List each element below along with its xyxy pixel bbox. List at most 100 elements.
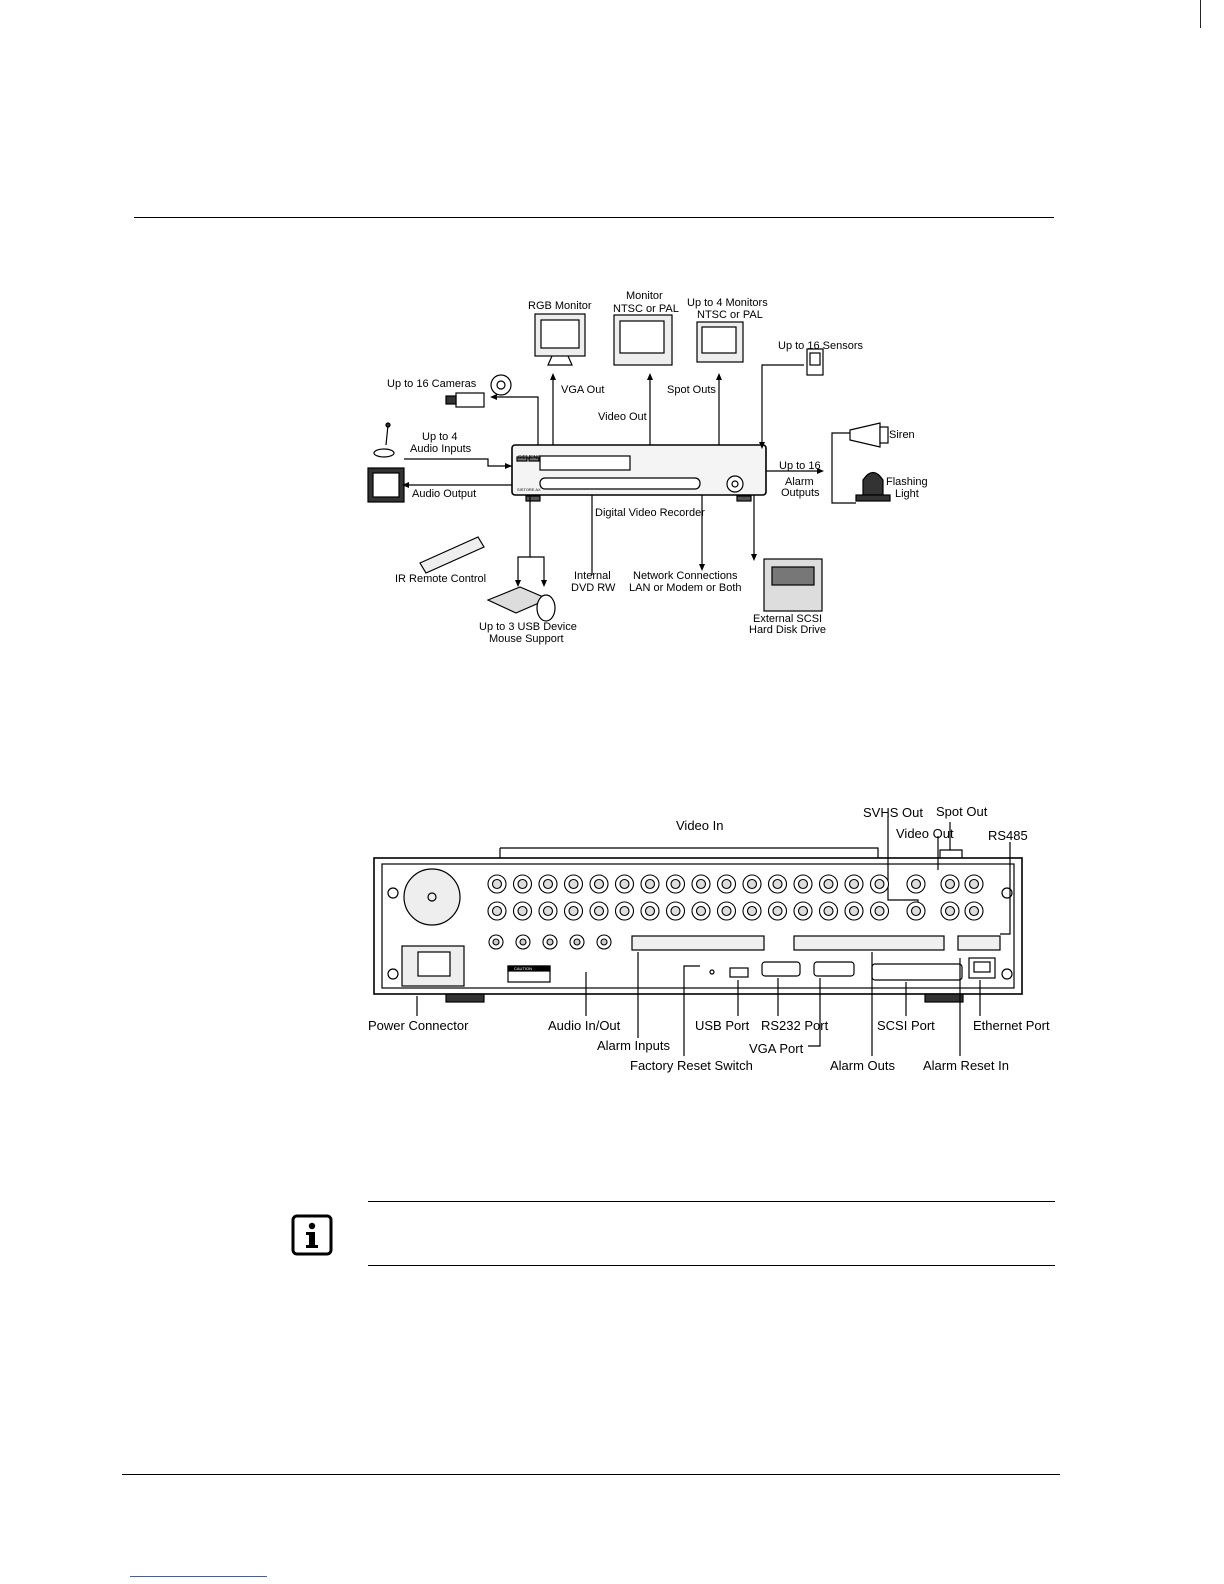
alarm-outs-terminal <box>794 936 944 950</box>
label-dvr: Digital Video Recorder <box>595 507 705 519</box>
microphone <box>374 449 394 457</box>
ethernet-port <box>969 958 995 978</box>
label-network-2: LAN or Modem or Both <box>629 582 742 594</box>
bnc-connector <box>692 875 710 893</box>
audio-connector <box>489 935 503 949</box>
bnc-connector <box>794 875 812 893</box>
output-connector <box>965 902 983 920</box>
label-rgb-monitor: RGB Monitor <box>528 300 592 312</box>
rear-panel-diagram: Video In SVHS Out Spot Out Video Out RS4… <box>360 800 1060 1080</box>
bnc-connector <box>820 902 838 920</box>
bnc-connector <box>692 902 710 920</box>
label-video-out: Video Out <box>896 826 954 841</box>
label-spot-out: Spot Out <box>936 804 988 819</box>
label-rs232-port: RS232 Port <box>761 1018 829 1033</box>
bnc-connector <box>641 875 659 893</box>
bnc-connector <box>743 875 761 893</box>
bnc-connector <box>667 875 685 893</box>
bnc-connector <box>539 902 557 920</box>
flashing-light <box>863 473 883 496</box>
bnc-connector <box>845 902 863 920</box>
dvr-brand: SIEMENS <box>518 455 541 461</box>
label-usb-1: Up to 3 USB Device <box>479 621 577 633</box>
label-rs485: RS485 <box>988 828 1028 843</box>
label-alarm-inputs: Alarm Inputs <box>597 1038 670 1053</box>
label-vga-out: VGA Out <box>561 384 604 396</box>
label-dvd-1: Internal <box>574 570 611 582</box>
bnc-connector <box>820 875 838 893</box>
label-ethernet-port: Ethernet Port <box>973 1018 1050 1033</box>
bnc-connector <box>769 875 787 893</box>
output-connector <box>965 875 983 893</box>
output-connector <box>941 902 959 920</box>
label-usb-2: Mouse Support <box>489 633 564 645</box>
label-alarm-outputs-3: Outputs <box>781 487 820 499</box>
bnc-connector <box>488 902 506 920</box>
label-flashing-light-1: Flashing <box>886 476 928 488</box>
bnc-connector <box>590 902 608 920</box>
bnc-connector <box>616 902 634 920</box>
bnc-connector <box>590 875 608 893</box>
label-dvd-2: DVD RW <box>571 582 616 594</box>
label-siren: Siren <box>889 429 915 441</box>
vga-port <box>814 962 854 976</box>
label-spot-monitors-1: Up to 4 Monitors <box>687 297 768 309</box>
label-audio-inputs-1: Up to 4 <box>422 431 457 443</box>
ir-remote <box>420 537 484 573</box>
bnc-connector <box>718 902 736 920</box>
label-audio-in-out: Audio In/Out <box>548 1018 621 1033</box>
output-connector <box>907 875 925 893</box>
mouse <box>537 595 555 621</box>
bnc-connector <box>743 902 761 920</box>
label-alarm-outs: Alarm Outs <box>830 1058 896 1073</box>
scsi-port <box>872 964 962 980</box>
output-connector <box>941 875 959 893</box>
info-icon <box>291 1214 333 1256</box>
label-cameras: Up to 16 Cameras <box>387 378 477 390</box>
label-monitor-2: NTSC or PAL <box>613 303 679 315</box>
bnc-connector <box>667 902 685 920</box>
camera <box>456 393 484 407</box>
bnc-connector <box>871 902 889 920</box>
note-bottom-rule <box>368 1265 1055 1266</box>
audio-connector <box>516 935 530 949</box>
bnc-connector <box>616 875 634 893</box>
label-audio-inputs-2: Audio Inputs <box>410 443 472 455</box>
header-rule <box>134 217 1054 218</box>
label-flashing-light-2: Light <box>895 488 919 500</box>
footer-rule <box>122 1474 1060 1475</box>
label-spot-outs: Spot Outs <box>667 384 716 396</box>
connection-diagram: RGB Monitor Monitor NTSC or PAL Up to 4 … <box>360 285 940 655</box>
usb-port <box>730 968 748 977</box>
label-svhs-out: SVHS Out <box>863 805 923 820</box>
bnc-connector <box>845 875 863 893</box>
bnc-connector <box>488 875 506 893</box>
rs485-terminal <box>958 936 1000 950</box>
bnc-connector <box>769 902 787 920</box>
label-network-1: Network Connections <box>633 570 738 582</box>
audio-connector <box>543 935 557 949</box>
label-scsi-port: SCSI Port <box>877 1018 935 1033</box>
label-video-in: Video In <box>676 818 723 833</box>
label-usb-port: USB Port <box>695 1018 750 1033</box>
bnc-connector <box>718 875 736 893</box>
label-factory-reset: Factory Reset Switch <box>630 1058 753 1073</box>
audio-connector <box>597 935 611 949</box>
bnc-connector <box>641 902 659 920</box>
note-top-rule <box>368 1201 1055 1202</box>
bnc-connector <box>565 902 583 920</box>
bnc-connector <box>514 875 532 893</box>
audio-connector <box>570 935 584 949</box>
label-alarm-outputs-1: Up to 16 <box>779 460 821 472</box>
label-power-connector: Power Connector <box>368 1018 469 1033</box>
label-scsi-drive-2: Hard Disk Drive <box>749 624 826 636</box>
label-video-out: Video Out <box>598 411 647 423</box>
label-alarm-reset-in: Alarm Reset In <box>923 1058 1009 1073</box>
output-connector <box>907 902 925 920</box>
alarm-inputs-terminal <box>632 936 764 950</box>
bnc-connector <box>794 902 812 920</box>
bnc-connector <box>539 875 557 893</box>
rs232-port <box>762 962 800 976</box>
bnc-connector <box>871 875 889 893</box>
